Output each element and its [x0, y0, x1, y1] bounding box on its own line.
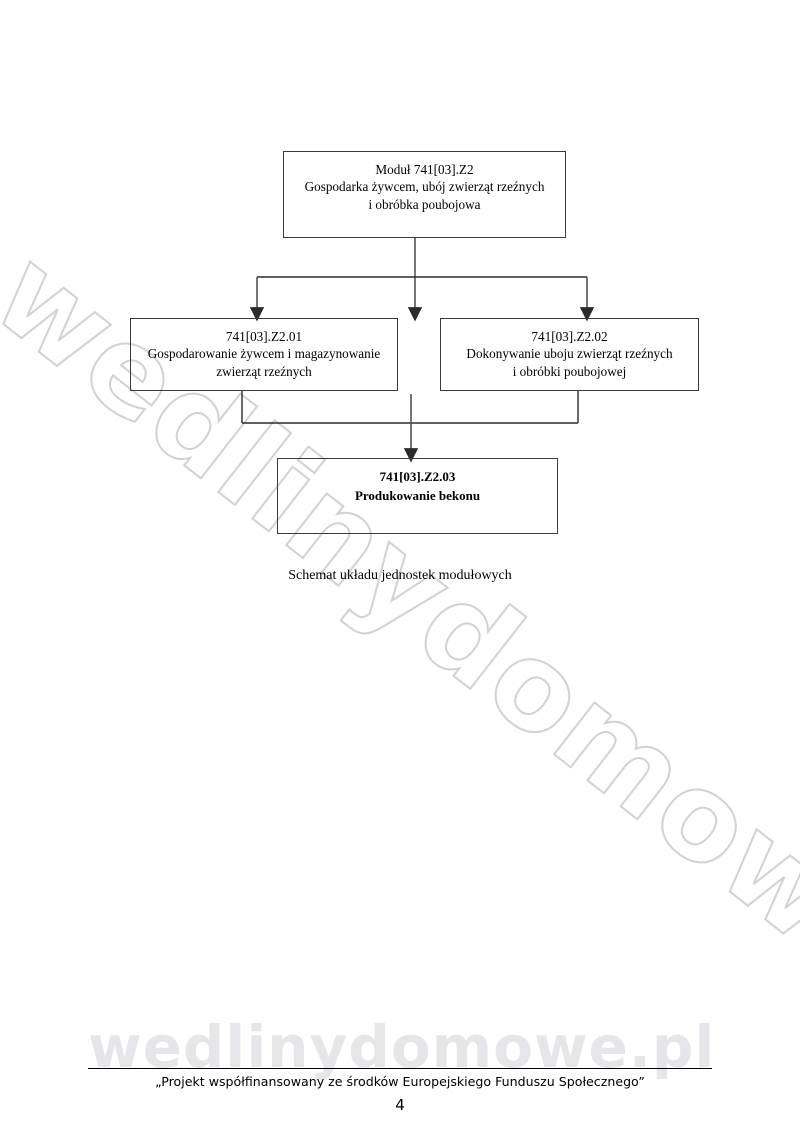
node-z202-label: 741[03].Z2.02 Dokonywanie uboju zwierząt… — [466, 329, 673, 379]
footer-divider — [88, 1068, 712, 1069]
node-unit-z2-03[interactable]: 741[03].Z2.03 Produkowanie bekonu — [277, 458, 558, 534]
node-module-741-03-z2[interactable]: Moduł 741[03].Z2 Gospodarka żywcem, ubój… — [283, 151, 566, 238]
node-module-label: Moduł 741[03].Z2 Gospodarka żywcem, ubój… — [304, 162, 545, 212]
footer-note: „Projekt współfinansowany ze środków Eur… — [155, 1074, 645, 1089]
page-number: 4 — [395, 1096, 405, 1114]
node-z201-label: 741[03].Z2.01 Gospodarowanie żywcem i ma… — [147, 329, 381, 379]
diagram-caption: Schemat układu jednostek modułowych — [288, 568, 512, 583]
node-unit-z2-01[interactable]: 741[03].Z2.01 Gospodarowanie żywcem i ma… — [130, 318, 398, 391]
node-z203-label: 741[03].Z2.03 Produkowanie bekonu — [354, 469, 481, 503]
node-unit-z2-02[interactable]: 741[03].Z2.02 Dokonywanie uboju zwierząt… — [440, 318, 699, 391]
